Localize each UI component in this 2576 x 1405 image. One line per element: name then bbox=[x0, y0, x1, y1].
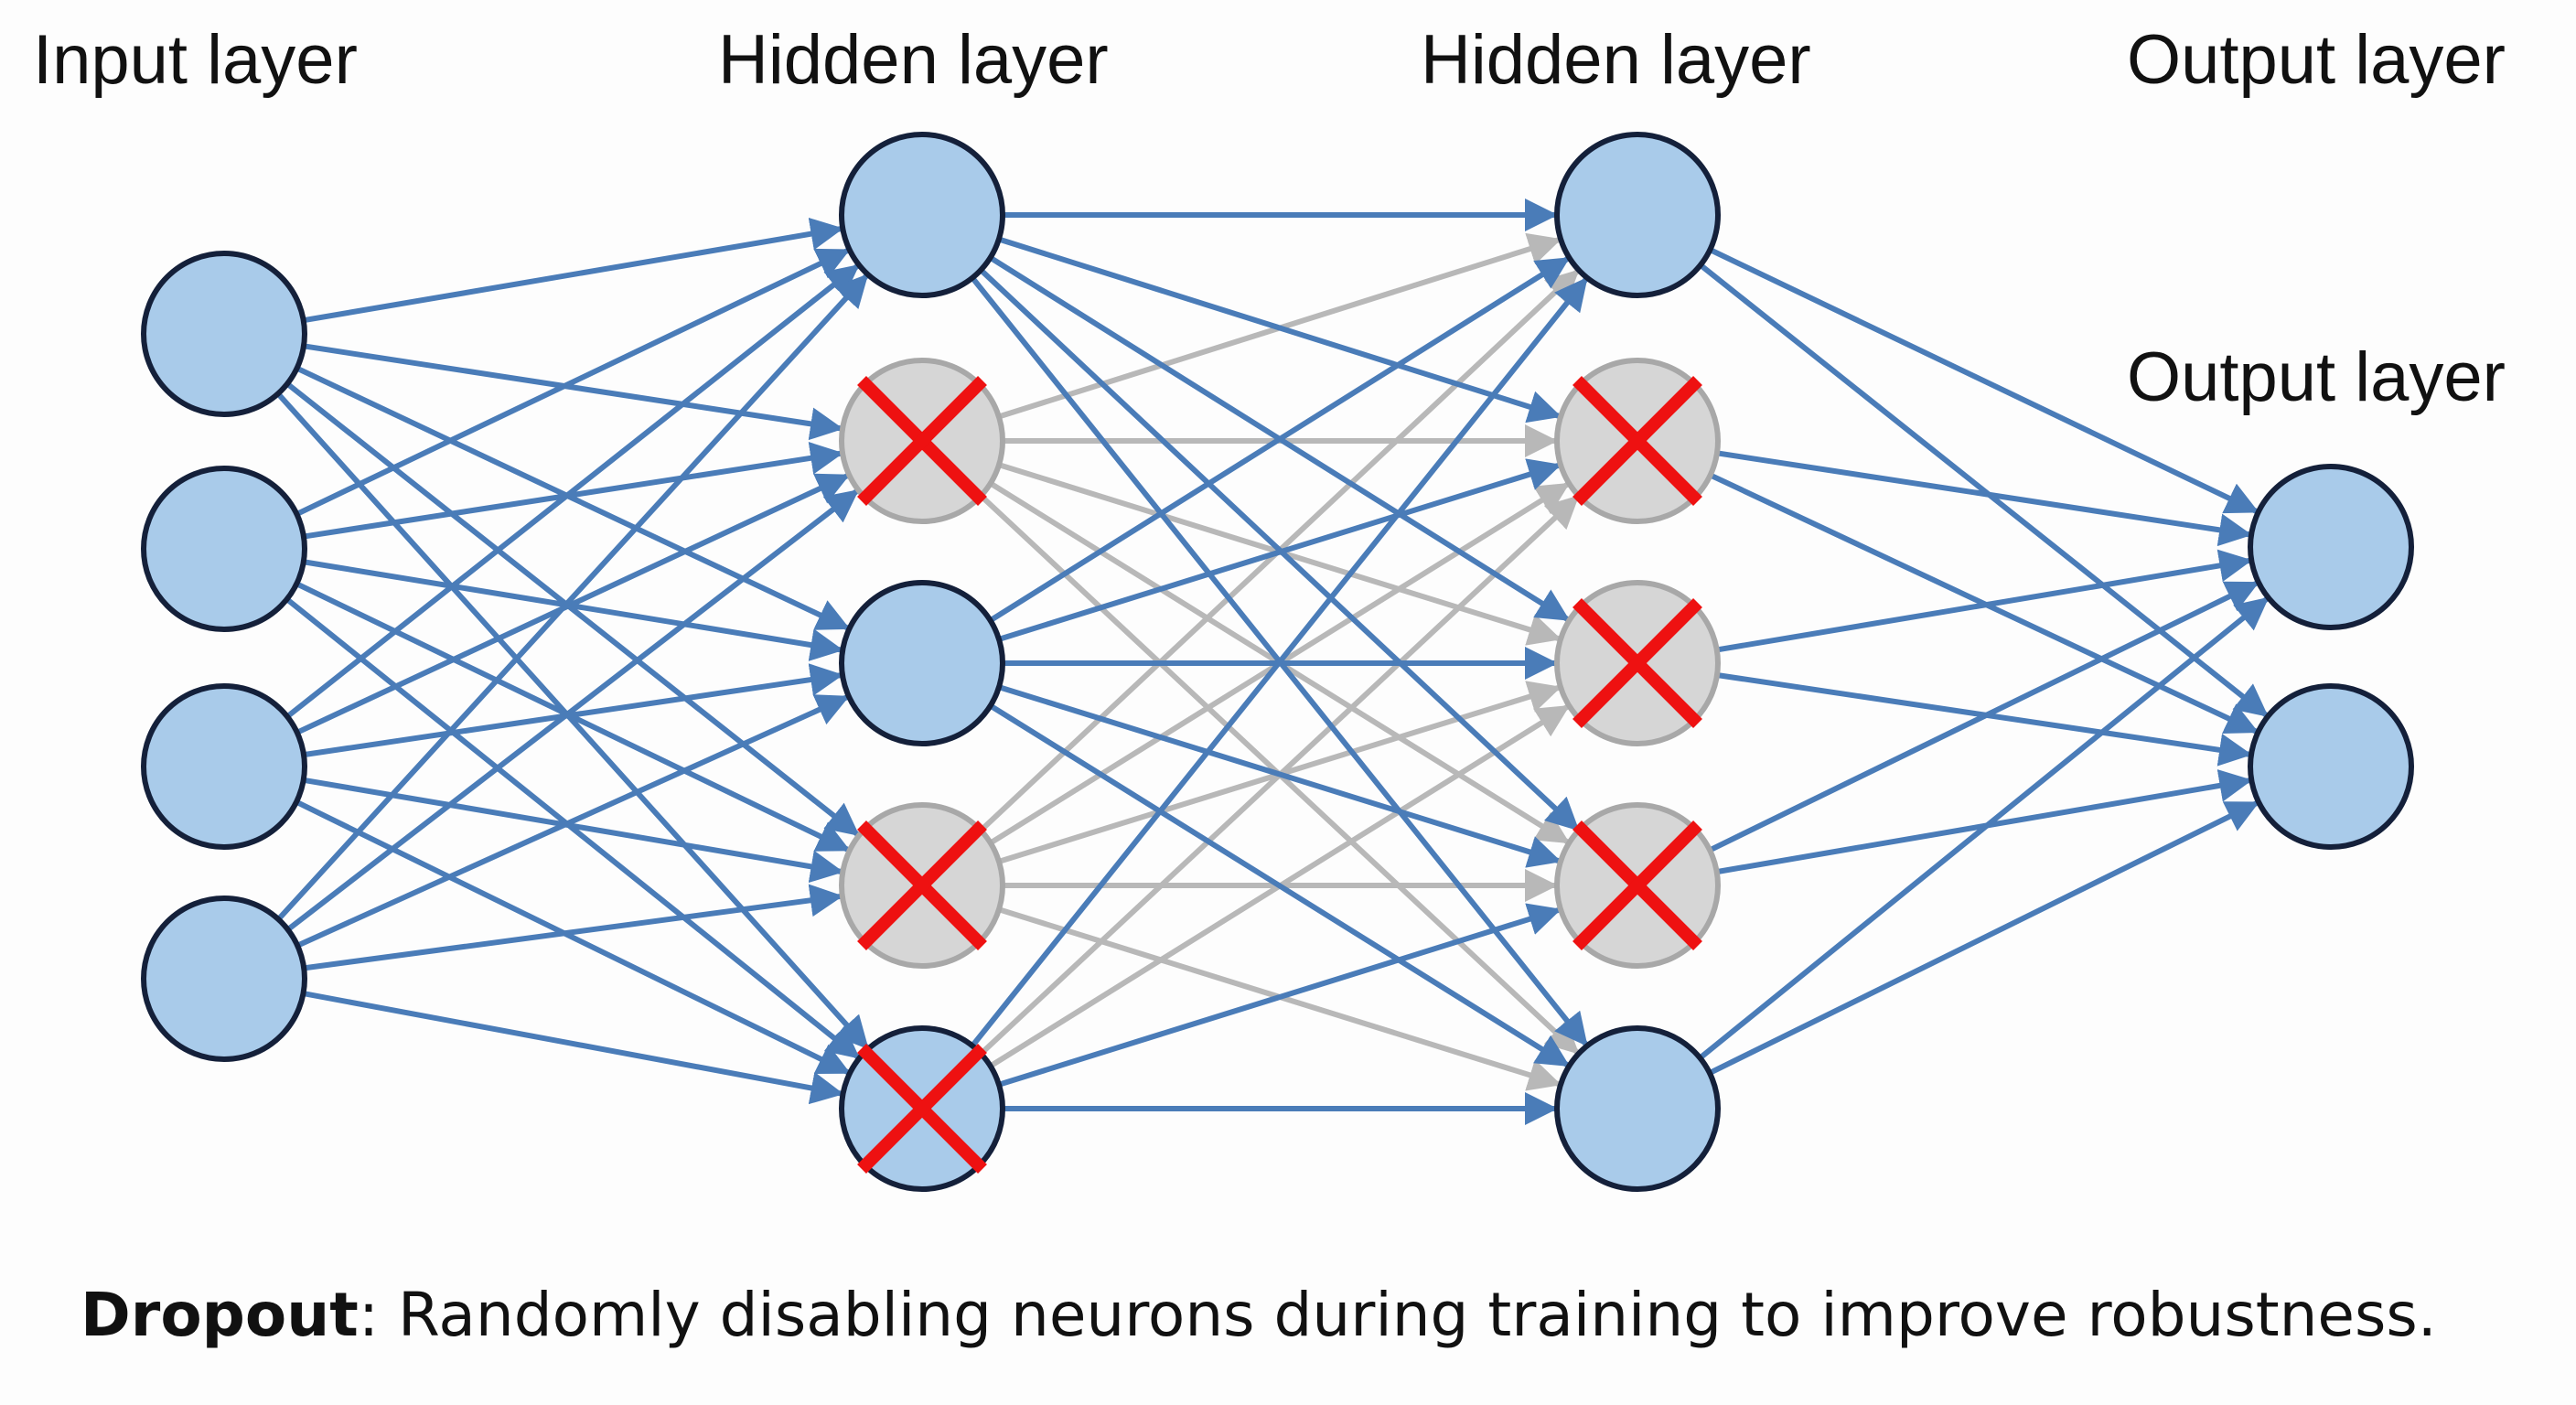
hidden-2-neuron-5 bbox=[1554, 1025, 1721, 1192]
active-connection-l1-2-to-4 bbox=[989, 702, 1571, 1067]
caption-text: : Randomly disabling neurons during trai… bbox=[358, 1280, 2437, 1350]
active-connection-l0-2-to-2 bbox=[303, 663, 843, 758]
dropout-cross-icon bbox=[857, 376, 987, 506]
input-neuron-1 bbox=[141, 251, 307, 417]
active-connection-l0-3-to-0 bbox=[276, 273, 869, 922]
active-connection-l1-2-to-0 bbox=[988, 256, 1571, 623]
dropout-cross-icon bbox=[1572, 598, 1702, 728]
active-connection-l2-4-to-0 bbox=[1698, 596, 2270, 1060]
active-connection-l1-2-to-3 bbox=[998, 684, 1562, 868]
neurons bbox=[141, 132, 2414, 1192]
input-neuron-2 bbox=[141, 466, 307, 632]
dropout-cross-icon bbox=[1572, 820, 1702, 950]
dropout-cross-icon bbox=[857, 1044, 987, 1174]
caption: Dropout: Randomly disabling neurons duri… bbox=[80, 1285, 2437, 1346]
active-connections bbox=[275, 198, 2270, 1125]
active-connection-l0-0-to-1 bbox=[303, 343, 844, 441]
output-layer-label-top: Output layer bbox=[2127, 21, 2506, 99]
active-connection-l2-3-to-0 bbox=[1708, 580, 2259, 853]
input-neuron-4 bbox=[141, 896, 307, 1062]
active-connection-l0-0-to-4 bbox=[275, 391, 869, 1050]
active-connection-l0-2-to-1 bbox=[295, 473, 851, 735]
output-neuron-2 bbox=[2248, 683, 2414, 850]
caption-term: Dropout bbox=[80, 1280, 359, 1350]
hidden-layer-2-label: Hidden layer bbox=[1421, 21, 1811, 99]
active-connection-l1-0-to-1 bbox=[998, 236, 1562, 424]
active-connection-l1-2-to-1 bbox=[998, 458, 1562, 642]
active-connection-l0-2-to-0 bbox=[285, 263, 860, 719]
active-connection-l0-0-to-3 bbox=[285, 381, 860, 837]
hidden-2-neuron-1 bbox=[1554, 132, 1721, 298]
active-connection-l2-1-to-0 bbox=[1716, 450, 2253, 547]
active-connection-l0-3-to-4 bbox=[302, 991, 844, 1105]
hidden-1-neuron-3 bbox=[839, 580, 1005, 746]
dropout-cross-icon bbox=[1572, 376, 1702, 506]
active-connection-l2-4-to-1 bbox=[1708, 800, 2259, 1076]
hidden-layer-1-label: Hidden layer bbox=[718, 21, 1109, 99]
active-connection-l0-0-to-2 bbox=[295, 365, 851, 631]
input-layer-label: Input layer bbox=[33, 21, 358, 99]
active-connection-l1-4-to-3 bbox=[998, 903, 1562, 1088]
output-neuron-1 bbox=[2248, 464, 2414, 630]
active-connection-l0-3-to-3 bbox=[303, 884, 843, 971]
input-neuron-3 bbox=[141, 683, 307, 850]
active-connection-l0-3-to-2 bbox=[295, 694, 850, 949]
active-connection-l2-0-to-1 bbox=[1698, 263, 2269, 718]
hidden-1-neuron-1 bbox=[839, 132, 1005, 298]
active-connection-l0-0-to-0 bbox=[303, 217, 844, 324]
active-connection-l2-2-to-0 bbox=[1716, 549, 2253, 653]
active-connection-l0-1-to-0 bbox=[295, 248, 851, 517]
output-layer-label-side: Output layer bbox=[2127, 338, 2506, 416]
active-connection-l0-2-to-4 bbox=[295, 799, 851, 1076]
active-connection-l2-0-to-0 bbox=[1709, 247, 2259, 514]
active-connection-l0-3-to-1 bbox=[285, 488, 860, 932]
active-connection-l0-1-to-1 bbox=[303, 442, 844, 540]
dropout-cross-icon bbox=[857, 820, 987, 950]
active-connection-l1-4-to-0 bbox=[970, 276, 1589, 1048]
